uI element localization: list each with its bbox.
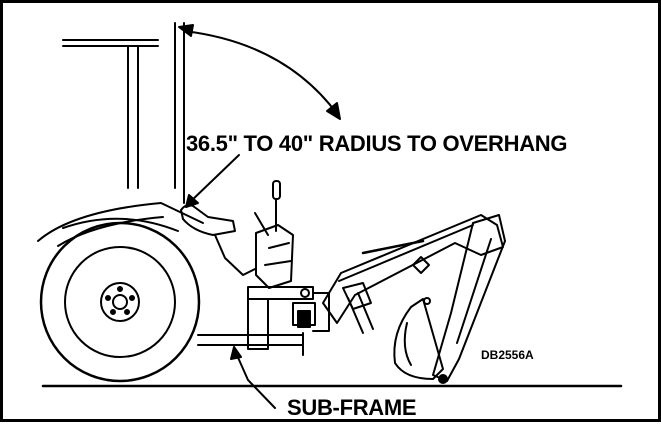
rops-canopy <box>62 22 185 204</box>
subframe-leader <box>230 346 276 409</box>
stabilizer <box>342 282 374 334</box>
radius-callout: 36.5" TO 40" RADIUS TO OVERHANG <box>186 131 568 156</box>
tractor-backhoe-drawing <box>37 22 623 409</box>
backhoe-boom <box>322 214 504 324</box>
dipper-stick <box>432 214 506 382</box>
radius-arc <box>178 24 341 208</box>
control-levers <box>254 180 281 236</box>
bucket <box>393 297 448 384</box>
drawing-code: DB2556A <box>481 348 534 362</box>
fender <box>37 202 204 247</box>
sub-frame <box>197 286 330 356</box>
backhoe-tower <box>255 224 294 289</box>
operator-seat <box>180 204 256 276</box>
subframe-callout: SUB-FRAME <box>287 395 417 420</box>
